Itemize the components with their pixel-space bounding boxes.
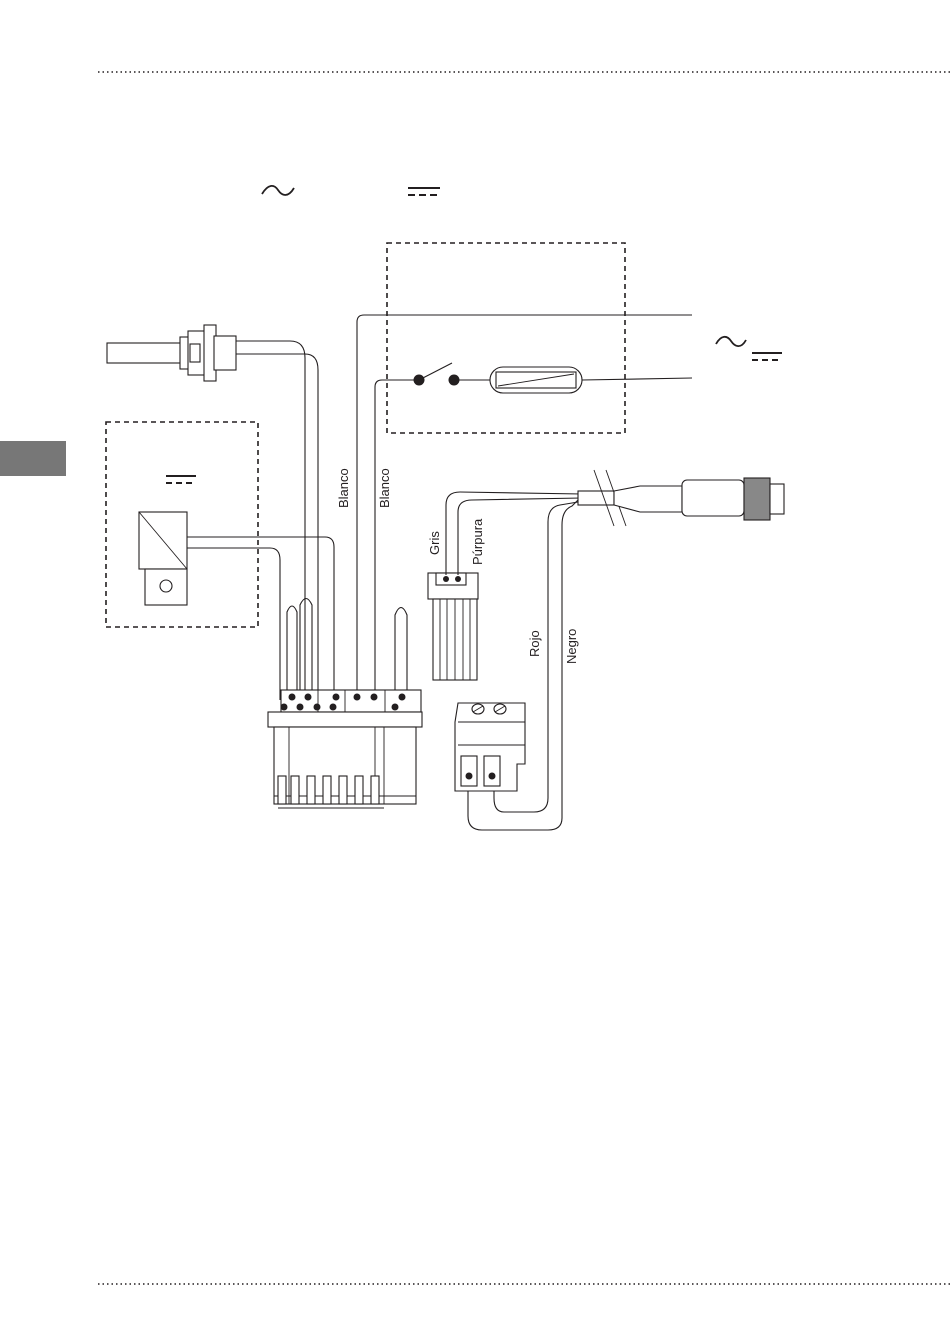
wire-label-blanco-2: Blanco: [377, 468, 392, 508]
supply-line-bottom: [375, 380, 419, 700]
heating-element: [490, 367, 582, 393]
adapter-wire-2: [187, 548, 280, 700]
wire-label-negro: Negro: [564, 629, 579, 664]
control-box-dashed: [387, 243, 625, 433]
probe-wire-2: [236, 354, 318, 700]
dc-symbol-icon: [752, 353, 782, 360]
ac-symbol-icon: [716, 337, 746, 346]
wire-label-blanco-1: Blanco: [336, 468, 351, 508]
power-adapter: [139, 512, 187, 605]
wire-label-gris: Gris: [427, 531, 442, 555]
wire-label-purpura: Púrpura: [470, 518, 485, 565]
switch-lever: [419, 363, 452, 380]
wire-label-rojo: Rojo: [527, 630, 542, 657]
cable-plug: [578, 470, 784, 526]
probe-wire-1: [236, 341, 305, 700]
side-tab: [0, 441, 66, 476]
sensor-connector: [428, 573, 478, 680]
main-terminal-block: [268, 690, 422, 808]
screw-terminal: [455, 703, 525, 791]
dc-symbol-icon: [408, 188, 440, 195]
temperature-probe: [107, 325, 236, 381]
dc-symbol-icon: [166, 476, 196, 483]
ac-symbol-icon: [262, 186, 294, 195]
